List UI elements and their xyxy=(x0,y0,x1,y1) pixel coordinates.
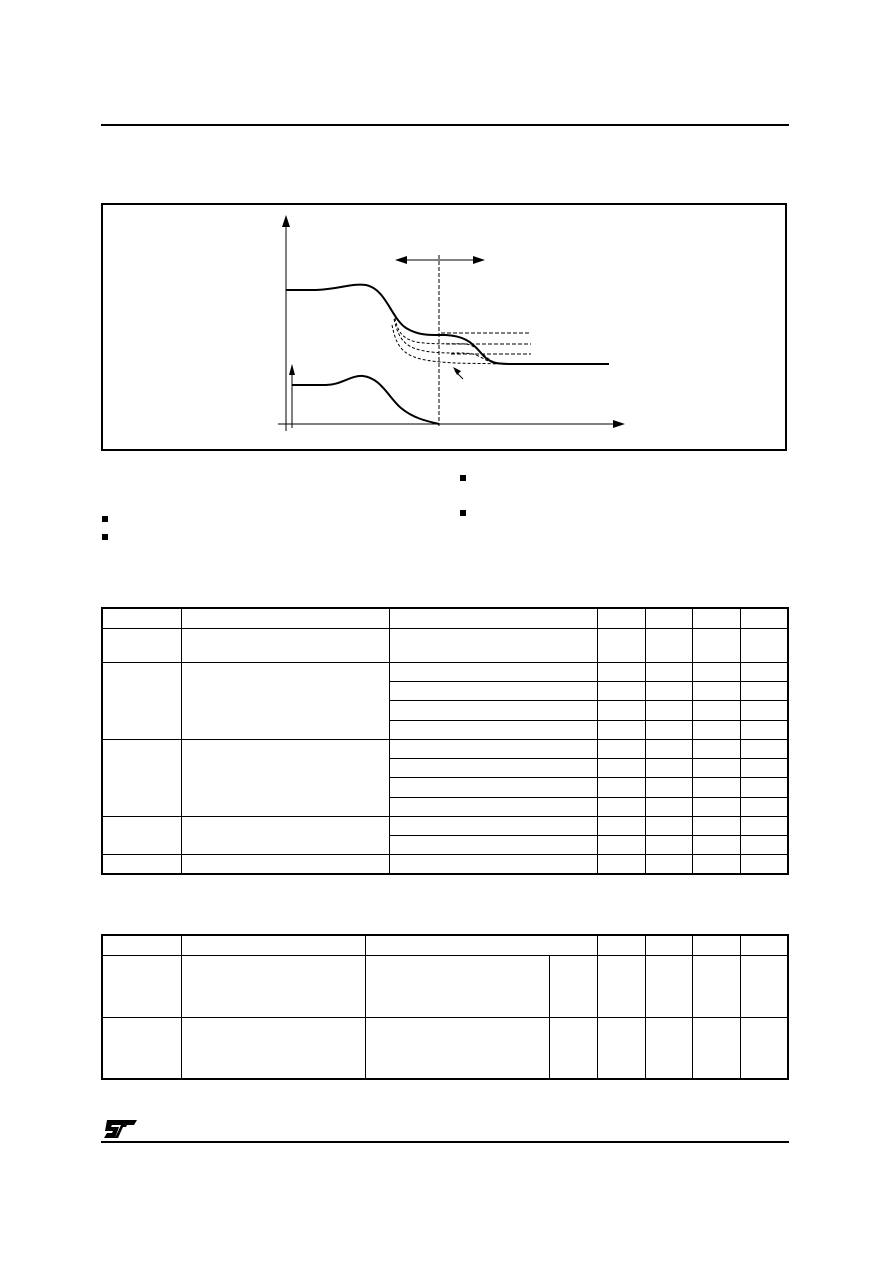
bullet-left-2 xyxy=(102,534,108,540)
y-axis-lower-arrow xyxy=(289,364,295,375)
table-row xyxy=(102,796,789,817)
table-row xyxy=(101,738,789,817)
th-5 xyxy=(644,607,693,629)
table-header-row xyxy=(101,607,789,629)
header-rule xyxy=(101,124,789,126)
table-row xyxy=(101,815,789,855)
table-row xyxy=(101,661,789,740)
table-electrical-1 xyxy=(101,607,789,875)
th-6 xyxy=(691,607,741,629)
table-row xyxy=(101,853,789,875)
timing-diagram xyxy=(278,215,625,431)
th2-4 xyxy=(596,934,646,956)
th-7 xyxy=(739,607,789,629)
th2-2 xyxy=(180,934,366,956)
th2-3 xyxy=(364,934,598,956)
interval-arrow-left xyxy=(395,256,407,264)
table-row xyxy=(101,954,789,1018)
table-row xyxy=(101,627,789,663)
x-axis-arrow xyxy=(613,420,625,428)
table-row xyxy=(101,1016,789,1080)
th-2 xyxy=(180,607,390,629)
th2-6 xyxy=(691,934,741,956)
th2-1 xyxy=(101,934,182,956)
bullet-right-2 xyxy=(460,510,466,516)
curve-upper-dashed-2 xyxy=(393,318,500,365)
curve-lower-solid xyxy=(292,374,440,425)
curve-upper-dashed-1 xyxy=(393,312,512,365)
table-electrical-2 xyxy=(101,934,789,1080)
pointer-arrow-head xyxy=(453,367,461,375)
th-4 xyxy=(596,607,646,629)
y-axis-upper-arrow xyxy=(282,215,290,227)
table-row xyxy=(102,719,789,740)
th-3 xyxy=(388,607,598,629)
table-row xyxy=(102,699,789,721)
th-1 xyxy=(101,607,182,629)
bullet-left-1 xyxy=(102,516,108,522)
th2-7 xyxy=(739,934,789,956)
th2-5 xyxy=(644,934,693,956)
bullet-right-1 xyxy=(460,475,466,481)
curve-upper-solid xyxy=(286,283,609,365)
table-header-row xyxy=(101,934,789,956)
table-row xyxy=(102,757,789,778)
figure-frame xyxy=(101,203,787,451)
st-logo xyxy=(104,1120,137,1138)
footer-rule xyxy=(101,1141,789,1143)
interval-arrow-right xyxy=(473,256,485,264)
